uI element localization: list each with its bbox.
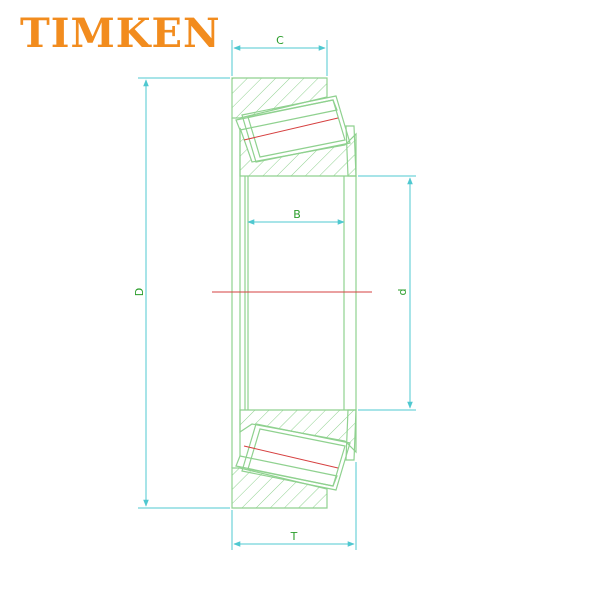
cage-top (235, 99, 338, 131)
dimension-b-label: B (293, 208, 301, 221)
dimension-d-bore-label: d (396, 289, 409, 296)
roller-axis-top (243, 117, 339, 141)
dimension-d-outer-label: D (133, 288, 146, 296)
roller-axis-bottom (243, 445, 339, 469)
cage-bottom (235, 455, 338, 487)
timken-logo: TIMKEN (20, 10, 221, 57)
dimension-t-label: T (290, 530, 298, 543)
cup-bottom-section (231, 467, 328, 509)
cup-top-section (231, 77, 328, 119)
cone-bottom-section (239, 409, 357, 454)
cone-rib-bottom (345, 409, 357, 461)
dimension-c-label: C (276, 34, 284, 47)
cone-top-section (239, 127, 357, 177)
roller-bottom (241, 423, 351, 491)
